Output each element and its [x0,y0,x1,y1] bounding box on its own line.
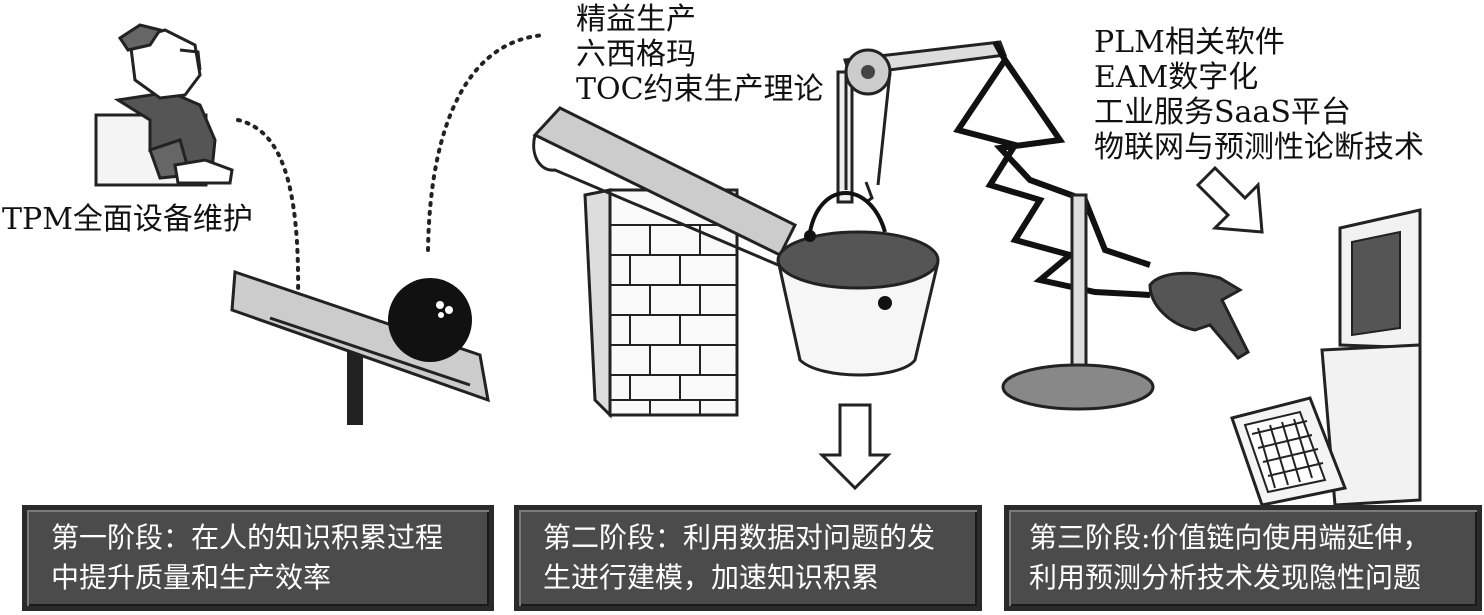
pulley-icon [836,40,1008,204]
trajectory-curve-2 [426,33,547,252]
tech-label-1: PLM相关软件 [1094,25,1285,60]
lean-label-3: TOC约束生产理论 [576,72,824,107]
lean-label-2: 六西格玛 [576,37,696,72]
down-arrow-icon [818,403,892,491]
trajectory-curve-1 [236,118,301,302]
stage-2-box: 第二阶段：利用数据对问题的发 生进行建模，加速知识积累 [514,505,982,611]
tech-label-4: 物联网与预测性论断技术 [1094,130,1424,165]
stage-3-box: 第三阶段:价值链向使用端延伸， 利用预测分析技术发现隐性问题 [1004,505,1482,611]
stage-1-line-2: 中提升质量和生产效率 [51,561,332,594]
tech-label-3: 工业服务SaaS平台 [1094,95,1351,130]
stage-3-line-2: 利用预测分析技术发现隐性问题 [1029,561,1422,594]
scissor-arm-icon [953,40,1151,298]
pointing-hand-icon [1148,271,1250,360]
stand-icon [1001,193,1155,411]
bucket-icon [776,191,940,377]
stage-1-box: 第一阶段：在人的知识积累过程 中提升质量和生产效率 [22,505,494,611]
stage-3-line-1: 第三阶段:价值链向使用端延伸， [1029,521,1431,554]
lean-label-1: 精益生产 [576,2,696,37]
brick-wall-icon [583,188,739,419]
ball-icon [388,278,472,362]
hollow-arrow-icon [1195,165,1264,234]
tpm-label: TPM全面设备维护 [2,202,253,237]
stage-2-line-1: 第二阶段：利用数据对问题的发 [543,521,936,554]
person-icon [94,23,234,187]
stage-2-line-2: 生进行建模，加速知识积累 [543,561,880,594]
computer-icon [1230,208,1422,507]
chute-icon [532,106,798,272]
stage-1-line-1: 第一阶段：在人的知识积累过程 [51,521,444,554]
tech-label-2: EAM数字化 [1094,60,1259,95]
